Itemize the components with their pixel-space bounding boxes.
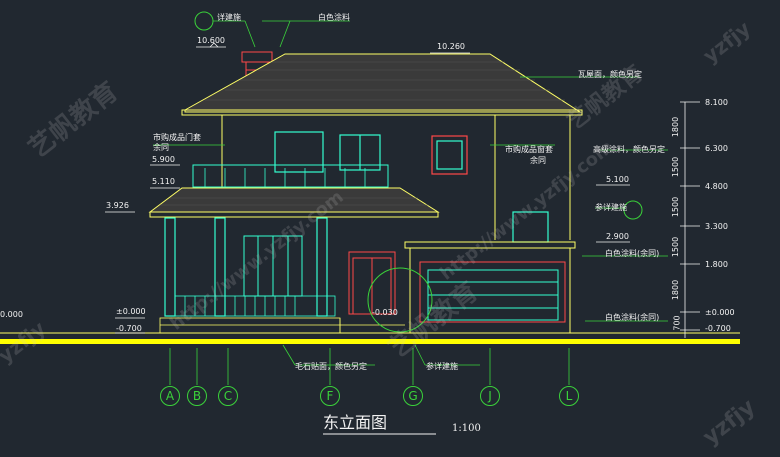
- dim-6: 700: [672, 315, 682, 331]
- label-door-frame-same: 余同: [153, 143, 169, 152]
- axis-lines: [169, 348, 570, 385]
- elev-0-000: ±0.000: [116, 307, 146, 316]
- axis-g: G: [403, 386, 423, 406]
- axis-l: L: [559, 386, 579, 406]
- porch-railing: [174, 295, 336, 317]
- axis-b: B: [187, 386, 207, 406]
- label-high-paint: 高级涂料，颜色另定: [593, 145, 665, 154]
- leader-lines: [153, 20, 668, 366]
- elev-5-110: 5.110: [152, 177, 175, 186]
- dim-2: 1500: [671, 156, 681, 178]
- drawing-scale: 1:100: [452, 423, 481, 434]
- elev-1-800: 1.800: [705, 260, 728, 269]
- elev-5-900: 5.900: [152, 155, 175, 164]
- elevation-marks: [105, 42, 630, 334]
- axis-a: A: [160, 386, 180, 406]
- dim-1: 1800: [671, 116, 681, 138]
- elev-0-000-right: ±0.000: [705, 308, 735, 317]
- elev-10-600: 10.600: [197, 36, 225, 45]
- ground-line: [0, 339, 740, 344]
- upper-wall: [221, 115, 571, 240]
- label-see-detail-bottom: 参详建施: [426, 362, 458, 371]
- garage: [404, 241, 576, 333]
- dim-3: 1500: [671, 196, 681, 218]
- axis-c: C: [218, 386, 238, 406]
- axis-f: F: [320, 386, 340, 406]
- label-roof-tile: 瓦屋面，颜色另定: [578, 70, 642, 79]
- label-white-paint-top: 白色涂料: [318, 13, 350, 22]
- dim-4: 1500: [671, 236, 681, 258]
- dimension-chain: [680, 101, 700, 338]
- elev-5-100: 5.100: [606, 175, 629, 184]
- side-door: [348, 251, 396, 315]
- label-stone-face: 毛石贴面，颜色另定: [295, 362, 367, 371]
- dim-5: 1800: [671, 279, 681, 301]
- label-window-frame-same: 余同: [530, 156, 546, 165]
- label-door-frame: 市购成品门套: [153, 133, 201, 142]
- elev-10-260: 10.260: [437, 42, 465, 51]
- elev-2-900: 2.900: [606, 232, 629, 241]
- lower-roof: [148, 187, 440, 218]
- upper-roof: [181, 53, 583, 116]
- axis-j: J: [480, 386, 500, 406]
- elev-4-800: 4.800: [705, 182, 728, 191]
- stone-base: [159, 317, 405, 334]
- elev-left-edge: 0.000: [0, 310, 23, 319]
- elev-minus-0-030: -0.030: [372, 308, 398, 317]
- drawing-title: 东立面图: [323, 413, 388, 432]
- label-white-paint-2: 白色涂料(余同): [605, 313, 660, 322]
- label-see-detail: 参详建施: [595, 203, 627, 212]
- porch-columns: [164, 217, 328, 317]
- elev-3-300: 3.300: [705, 222, 728, 231]
- label-window-frame: 市购成品窗套: [505, 145, 553, 154]
- elev-3-926: 3.926: [106, 201, 129, 210]
- elev-minus-0-700: -0.700: [116, 324, 142, 333]
- elev-6-300: 6.300: [705, 144, 728, 153]
- elev-minus-0-700-right: -0.700: [705, 324, 731, 333]
- label-detail-top: 详建施: [217, 13, 241, 22]
- elev-8-100: 8.100: [705, 98, 728, 107]
- main-door: [243, 235, 303, 297]
- label-white-paint-1: 白色涂料(余同): [605, 249, 660, 258]
- balcony: [192, 164, 389, 188]
